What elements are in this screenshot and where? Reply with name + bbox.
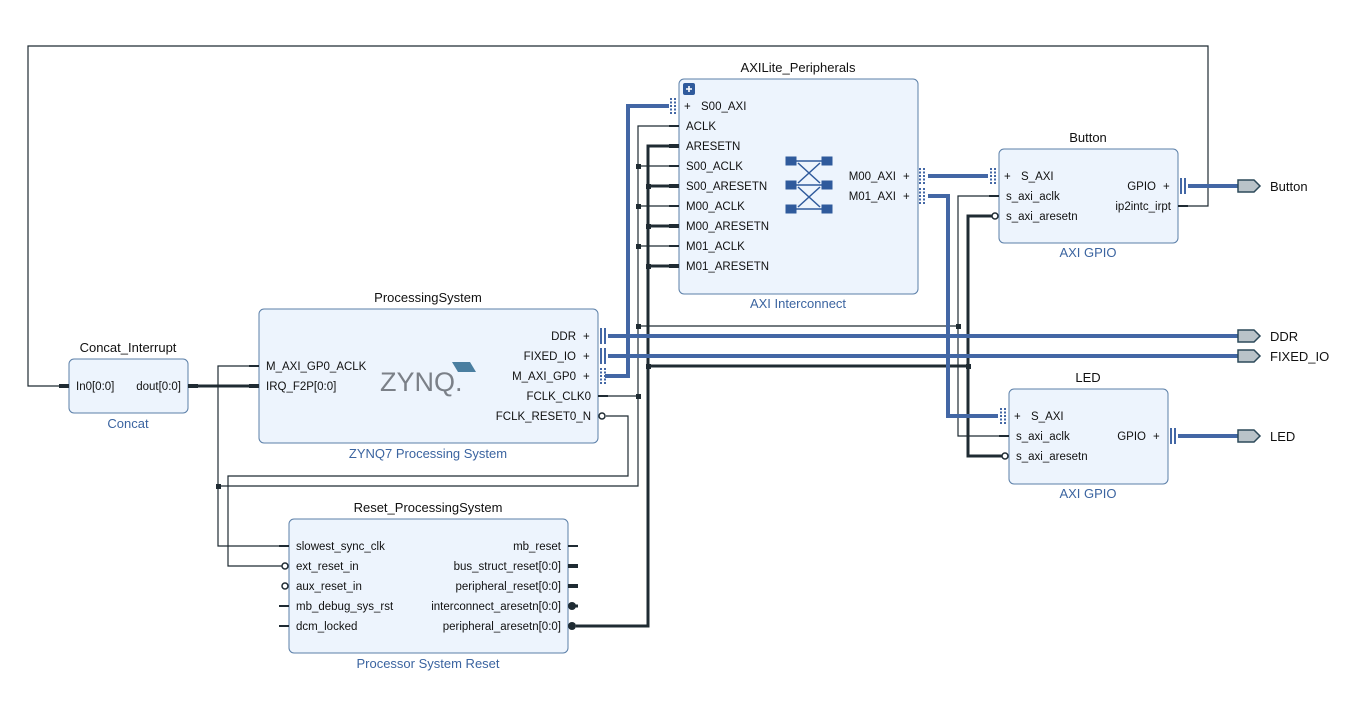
- block-title: Concat_Interrupt: [80, 340, 177, 355]
- port-label: dcm_locked: [296, 621, 357, 633]
- port-label: dout[0:0]: [136, 381, 181, 393]
- port-plus-icon: +: [1014, 411, 1021, 423]
- block-title: LED: [1075, 370, 1100, 385]
- external-port-ddr[interactable]: DDR: [1237, 329, 1298, 344]
- port-plus-icon: +: [1163, 181, 1170, 193]
- port-label: aux_reset_in: [296, 581, 362, 593]
- block-subtitle: Concat: [107, 416, 149, 431]
- port-label: FCLK_CLK0: [526, 391, 591, 403]
- port-arrow-icon: [1237, 349, 1262, 363]
- port-label: peripheral_aresetn[0:0]: [443, 621, 561, 633]
- port-label: S00_ARESETN: [686, 181, 767, 193]
- port-label: ACLK: [686, 121, 716, 133]
- block-concat[interactable]: Concat_Interrupt In0[0:0] dout[0:0] Conc…: [59, 340, 198, 431]
- port-label: ip2intc_irpt: [1115, 201, 1171, 213]
- external-port-fixed-io[interactable]: FIXED_IO: [1237, 349, 1329, 364]
- block-subtitle: Processor System Reset: [356, 656, 499, 671]
- port-label: GPIO: [1127, 181, 1156, 193]
- external-port-led[interactable]: LED: [1237, 429, 1295, 444]
- bus-nets: [605, 104, 1238, 438]
- port-label: M_AXI_GP0_ACLK: [266, 361, 367, 373]
- external-port-button[interactable]: Button: [1237, 179, 1308, 194]
- port-label: S_AXI: [1021, 171, 1054, 183]
- net-fclk-clk0[interactable]: [598, 125, 675, 397]
- port-label: M00_ACLK: [686, 201, 745, 213]
- port-label: mb_debug_sys_rst: [296, 601, 394, 613]
- port-label: S00_ACLK: [686, 161, 743, 173]
- port-label: M01_ARESETN: [686, 261, 769, 273]
- port-plus-icon: +: [684, 101, 691, 113]
- zynq-logo-mark-icon: [452, 362, 476, 372]
- port-label: S_AXI: [1031, 411, 1064, 423]
- block-led-gpio[interactable]: LED + S_AXI s_axi_aclk s_axi_aresetn GPI…: [999, 370, 1176, 501]
- port-label: bus_struct_reset[0:0]: [454, 561, 561, 573]
- block-title: Button: [1069, 130, 1107, 145]
- external-port-label: Button: [1270, 179, 1308, 194]
- block-title: ProcessingSystem: [374, 290, 482, 305]
- port-label: interconnect_aresetn[0:0]: [431, 601, 561, 613]
- block-proc-sys-reset[interactable]: Reset_ProcessingSystem slowest_sync_clk …: [279, 500, 578, 671]
- net-junctions: [216, 164, 971, 489]
- port-label: S00_AXI: [701, 101, 746, 113]
- external-port-label: DDR: [1270, 329, 1298, 344]
- block-axi-interconnect[interactable]: AXILite_Peripherals + S00_AXI ACLK ARESE…: [669, 60, 925, 311]
- port-label: ext_reset_in: [296, 561, 359, 573]
- block-title: Reset_ProcessingSystem: [354, 500, 503, 515]
- port-plus-icon: +: [1004, 171, 1011, 183]
- external-port-label: LED: [1270, 429, 1295, 444]
- block-title: AXILite_Peripherals: [741, 60, 856, 75]
- port-plus-icon: +: [903, 191, 910, 203]
- port-plus-icon: +: [583, 371, 590, 383]
- port-plus-icon: +: [1153, 431, 1160, 443]
- port-plus-icon: +: [583, 351, 590, 363]
- port-label: M01_AXI: [849, 191, 896, 203]
- port-label: ARESETN: [686, 141, 740, 153]
- port-label: s_axi_aresetn: [1016, 451, 1088, 463]
- port-label: s_axi_aclk: [1016, 431, 1070, 443]
- block-subtitle: AXI GPIO: [1059, 245, 1116, 260]
- port-label: slowest_sync_clk: [296, 541, 385, 553]
- port-label: M00_ARESETN: [686, 221, 769, 233]
- port-label: M01_ACLK: [686, 241, 745, 253]
- crossbar-icon: [785, 156, 833, 214]
- block-button-gpio[interactable]: Button + S_AXI s_axi_aclk s_axi_aresetn …: [989, 130, 1188, 260]
- port-label: FIXED_IO: [524, 351, 576, 363]
- port-label: M_AXI_GP0: [512, 371, 576, 383]
- port-label: IRQ_F2P[0:0]: [266, 381, 336, 393]
- port-arrow-icon: [1237, 329, 1262, 343]
- block-subtitle: AXI Interconnect: [750, 296, 846, 311]
- external-port-label: FIXED_IO: [1270, 349, 1329, 364]
- block-zynq-ps[interactable]: ProcessingSystem ZYNQ. M_AXI_GP0_ACLK IR…: [249, 290, 608, 461]
- net-fclk-reset[interactable]: [227, 415, 629, 567]
- port-label: s_axi_aclk: [1006, 191, 1060, 203]
- port-arrow-icon: [1237, 429, 1262, 443]
- net-peripheral-aresetn[interactable]: [576, 144, 675, 628]
- block-subtitle: AXI GPIO: [1059, 486, 1116, 501]
- port-label: In0[0:0]: [76, 381, 114, 393]
- port-label: M00_AXI: [849, 171, 896, 183]
- bus-m01-axi[interactable]: [928, 194, 998, 418]
- zynq-logo: ZYNQ.: [380, 367, 463, 397]
- port-plus-icon: +: [903, 171, 910, 183]
- net-interrupt[interactable]: [27, 45, 1209, 387]
- port-label: GPIO: [1117, 431, 1146, 443]
- port-arrow-icon: [1237, 179, 1262, 193]
- external-ports: Button DDR FIXED_IO LED: [1237, 179, 1329, 444]
- port-label: s_axi_aresetn: [1006, 211, 1078, 223]
- port-label: FCLK_RESET0_N: [496, 411, 591, 423]
- port-label: mb_reset: [513, 541, 562, 553]
- port-plus-icon: +: [583, 331, 590, 343]
- port-label: DDR: [551, 331, 576, 343]
- port-label: peripheral_reset[0:0]: [456, 581, 561, 593]
- block-subtitle: ZYNQ7 Processing System: [349, 446, 507, 461]
- bus-m-axi-gp0[interactable]: [605, 104, 669, 378]
